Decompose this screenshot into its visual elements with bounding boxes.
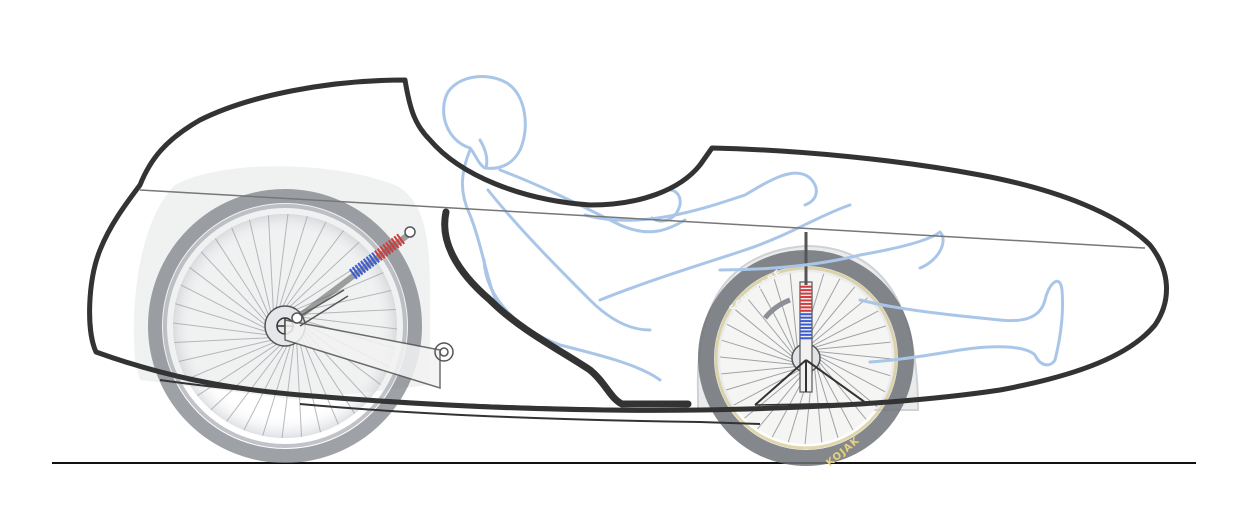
spoke bbox=[189, 267, 268, 327]
spring-coil bbox=[365, 256, 375, 268]
spring-coil bbox=[379, 245, 389, 257]
spoke bbox=[758, 285, 796, 354]
spoke bbox=[287, 241, 360, 309]
spring-coil bbox=[349, 268, 358, 280]
spring-coil bbox=[354, 264, 364, 276]
spring-coil bbox=[385, 241, 394, 253]
spoke bbox=[278, 216, 308, 310]
spoke bbox=[210, 343, 283, 411]
spoke bbox=[734, 309, 795, 359]
seat bbox=[441, 208, 692, 408]
spoke bbox=[815, 350, 893, 360]
spoke bbox=[721, 339, 796, 364]
spoke bbox=[178, 339, 274, 363]
spoke bbox=[815, 364, 839, 438]
spoke bbox=[231, 227, 270, 318]
spoke bbox=[248, 219, 272, 315]
spoke bbox=[214, 238, 269, 321]
spoke bbox=[200, 251, 268, 324]
spoke bbox=[816, 352, 891, 377]
spoke bbox=[817, 357, 878, 407]
spoke bbox=[773, 278, 797, 352]
front-suspension bbox=[754, 232, 867, 406]
spoke bbox=[726, 367, 800, 391]
spring-coil bbox=[371, 252, 380, 263]
spoke bbox=[812, 325, 886, 349]
spring-coil bbox=[396, 233, 405, 245]
spoke bbox=[180, 284, 268, 330]
spoke bbox=[262, 342, 292, 436]
spring-coil bbox=[376, 247, 386, 259]
spoke bbox=[298, 308, 396, 315]
spoke bbox=[789, 273, 799, 350]
spring-coil bbox=[362, 258, 372, 270]
spoke bbox=[296, 339, 303, 437]
spoke bbox=[172, 322, 270, 336]
rear-shock bbox=[291, 226, 416, 324]
spoke bbox=[243, 343, 289, 431]
body-centerline bbox=[139, 189, 1146, 249]
spoke bbox=[805, 286, 855, 347]
spring-coil bbox=[393, 235, 403, 247]
spoke bbox=[267, 215, 274, 313]
spoke bbox=[186, 341, 277, 380]
spoke bbox=[293, 272, 384, 311]
spoke bbox=[757, 369, 807, 430]
spring-coil bbox=[374, 250, 383, 261]
spoke bbox=[817, 355, 886, 393]
spoke bbox=[300, 334, 339, 425]
spoke bbox=[719, 356, 797, 366]
spring-coil bbox=[357, 262, 367, 274]
spoke bbox=[281, 341, 295, 439]
body-shell bbox=[87, 77, 1169, 413]
spoke bbox=[745, 296, 795, 356]
spoke bbox=[284, 230, 344, 309]
spoke bbox=[175, 303, 269, 333]
spoke bbox=[226, 343, 286, 422]
spoke bbox=[808, 297, 868, 347]
spoke bbox=[721, 365, 798, 375]
spring-coil bbox=[360, 260, 369, 272]
spoke bbox=[817, 360, 867, 420]
spoke bbox=[814, 341, 891, 351]
spoke bbox=[726, 323, 795, 361]
spring-coil bbox=[351, 266, 361, 278]
spring-coil bbox=[382, 243, 392, 255]
spoke bbox=[298, 337, 322, 433]
spoke bbox=[275, 213, 289, 311]
spoke bbox=[810, 310, 879, 348]
spring-coil bbox=[390, 237, 400, 249]
spoke bbox=[281, 221, 327, 309]
spring-coil bbox=[387, 239, 397, 251]
spoke bbox=[816, 362, 854, 431]
spring-coil bbox=[368, 254, 378, 266]
spoke bbox=[300, 316, 398, 330]
spoke bbox=[174, 337, 272, 344]
